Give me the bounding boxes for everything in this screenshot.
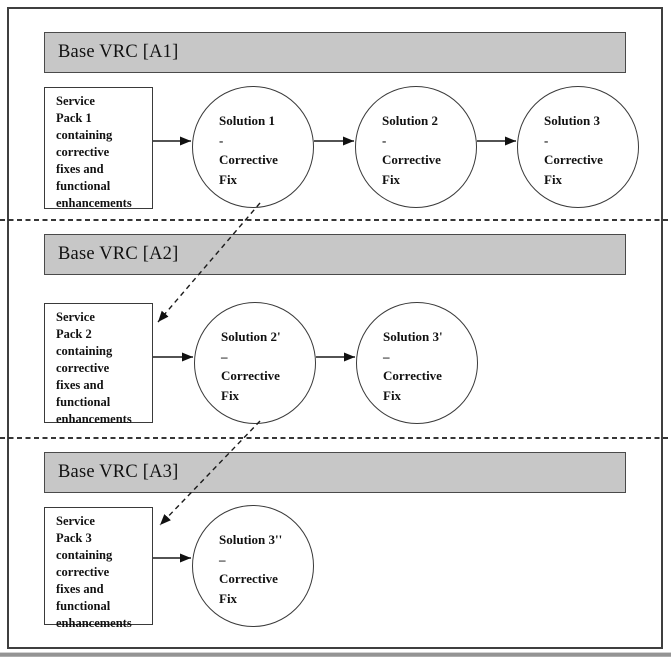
solution-3-prime-node: Solution 3' – Corrective Fix (356, 302, 478, 424)
diagram-border (7, 7, 663, 649)
section-header-a2: Base VRC [A2] (44, 234, 626, 275)
solution-1-node: Solution 1 - Corrective Fix (192, 86, 314, 208)
section-header-label: Base VRC [A3] (58, 462, 179, 482)
solution-label: Solution 3 - Corrective Fix (544, 113, 603, 187)
section-header-label: Base VRC [A2] (58, 244, 179, 264)
solution-2-prime-node: Solution 2' – Corrective Fix (194, 302, 316, 424)
solution-label: Solution 3' – Corrective Fix (383, 329, 443, 403)
service-pack-3-box: Service Pack 3 containing corrective fix… (44, 507, 153, 630)
service-pack-text: Service Pack 3 containing corrective fix… (56, 514, 132, 630)
solution-label: Solution 2' – Corrective Fix (221, 329, 281, 403)
solution-3-node: Solution 3 - Corrective Fix (517, 86, 639, 208)
solution-3-doubleprime-node: Solution 3'' – Corrective Fix (192, 505, 314, 627)
solution-label: Solution 3'' – Corrective Fix (219, 532, 283, 606)
bottom-window-edge (0, 652, 671, 657)
section-header-a1: Base VRC [A1] (44, 32, 626, 73)
service-pack-text: Service Pack 2 containing corrective fix… (56, 310, 132, 426)
service-pack-2-box: Service Pack 2 containing corrective fix… (44, 303, 153, 426)
section-header-a3: Base VRC [A3] (44, 452, 626, 493)
solution-label: Solution 2 - Corrective Fix (382, 113, 441, 187)
solution-2-node: Solution 2 - Corrective Fix (355, 86, 477, 208)
service-pack-1-box: Service Pack 1 containing corrective fix… (44, 87, 153, 210)
section-header-label: Base VRC [A1] (58, 42, 179, 62)
solution-label: Solution 1 - Corrective Fix (219, 113, 278, 187)
service-pack-text: Service Pack 1 containing corrective fix… (56, 94, 132, 210)
